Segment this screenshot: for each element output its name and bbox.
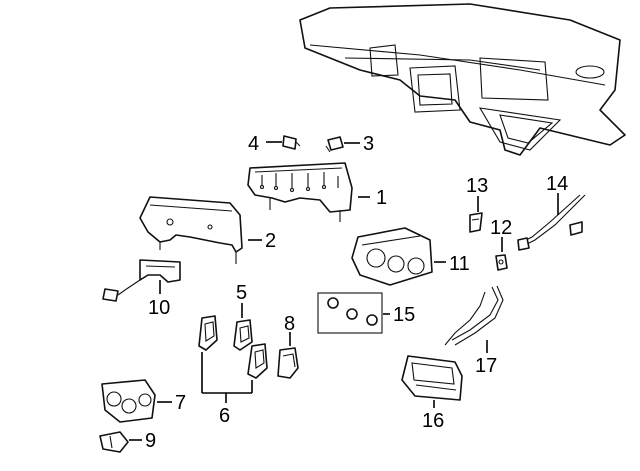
- callout-8: 8: [284, 313, 295, 335]
- callout-7: 7: [175, 392, 186, 414]
- part-7-switch-assembly: [101, 379, 156, 423]
- callout-1: 1: [376, 187, 387, 209]
- part-11-control-module: [351, 227, 433, 286]
- part-10-bracket-harness: [102, 259, 181, 302]
- part-9-knob: [99, 431, 129, 453]
- part-15-bulb-set: [317, 292, 383, 334]
- callout-4: 4: [248, 133, 259, 155]
- part-2-cluster-lens: [139, 196, 243, 264]
- part-12-connector: [495, 254, 508, 271]
- part-8-switch: [277, 347, 299, 379]
- part-13-clip: [469, 212, 483, 233]
- part-6-switch-right: [247, 343, 268, 379]
- callout-5: 5: [236, 282, 247, 304]
- callout-15: 15: [393, 304, 415, 326]
- leader-lines: [129, 141, 559, 441]
- part-5-switch: [233, 319, 253, 351]
- callout-12: 12: [490, 217, 512, 239]
- callout-6: 6: [219, 405, 230, 427]
- part-14-cable: [517, 194, 586, 251]
- callout-13: 13: [466, 175, 488, 197]
- callout-17: 17: [475, 355, 497, 377]
- callout-14: 14: [546, 173, 568, 195]
- callout-3: 3: [363, 133, 374, 155]
- callout-11: 11: [449, 253, 470, 275]
- callout-2: 2: [265, 230, 276, 252]
- part-17-cables: [444, 285, 504, 346]
- part-16-radio-module: [401, 355, 463, 401]
- callout-16: 16: [422, 410, 444, 432]
- dashboard-outline: [299, 3, 626, 156]
- callout-9: 9: [145, 430, 156, 452]
- part-4-bulb: [282, 135, 301, 150]
- callout-10: 10: [148, 297, 170, 319]
- part-3-bulb: [325, 136, 344, 153]
- part-1-cluster-housing: [247, 162, 353, 222]
- part-6-switch-left: [198, 315, 218, 351]
